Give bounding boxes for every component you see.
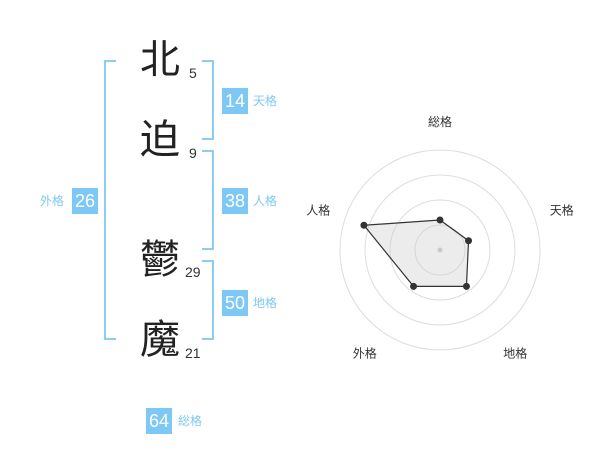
radar-axis-label-3: 地格 [503,346,527,361]
radar-series-shape [362,219,470,288]
radar-point-1 [436,216,444,224]
name-char-4: 魔 [140,317,180,363]
radar-point-2 [465,237,473,245]
stroke-count-3: 29 [185,264,201,280]
name-char-3: 鬱 [140,237,180,283]
name-char-2: 迫 [140,117,180,163]
stroke-count-4: 21 [185,345,201,361]
radar-axis-label-2: 天格 [550,202,574,217]
radar-ring-1 [414,224,466,276]
chikaku-label: 地格 [253,296,278,310]
radar-point-3 [462,282,470,290]
radar-center [437,247,443,253]
radar-point-4 [410,282,418,290]
soukaku-label: 総格 [178,414,203,428]
chikaku-value: 50 [222,290,248,316]
stroke-count-1: 5 [189,65,197,81]
radar-ring-3 [364,174,516,326]
soukaku-value: 64 [146,408,172,434]
stroke-count-2: 9 [189,145,197,161]
tenkaku-value: 14 [222,88,248,114]
gaikaku-value: 26 [72,188,98,214]
radar-axis-label-4: 外格 [353,346,377,361]
jinkaku-bracket [202,150,214,250]
radar-ring-2 [389,199,491,301]
tenkaku-bracket [202,60,214,140]
jinkaku-value: 38 [222,188,248,214]
jinkaku-label: 人格 [253,194,278,208]
chikaku-bracket [202,260,214,340]
name-char-1: 北 [140,37,180,83]
gaikaku-bracket [104,60,116,340]
radar-point-5 [360,221,368,229]
radar-axis-label-1: 総格 [428,114,452,129]
tenkaku-label: 天格 [253,94,278,108]
radar-axis-label-5: 人格 [306,202,330,217]
gaikaku-label: 外格 [40,194,65,208]
